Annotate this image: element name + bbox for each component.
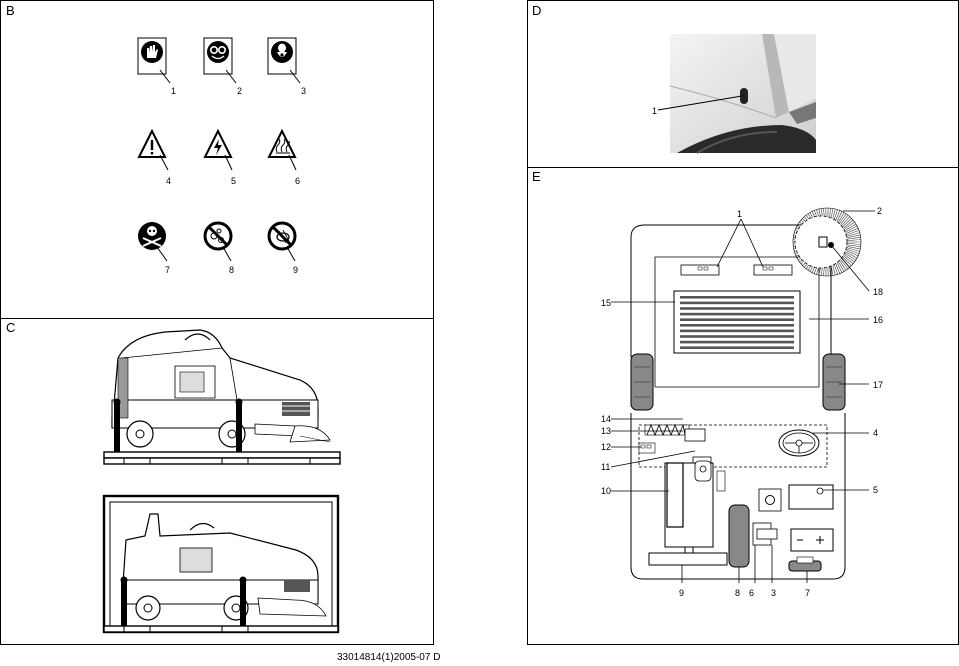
panel-c-drawing <box>102 329 341 634</box>
callout-e-6: 6 <box>749 588 755 598</box>
callout-b-7: 7 <box>165 265 171 275</box>
callout-b-3: 3 <box>301 86 307 96</box>
warning-sign-icon <box>137 128 169 171</box>
panel-e-label: E <box>532 169 541 184</box>
no-sparks-sign-icon <box>267 221 297 262</box>
callout-e-18: 18 <box>873 287 884 297</box>
callout-e-11: 11 <box>601 462 611 472</box>
mask-sign-icon <box>267 37 301 84</box>
seat <box>648 460 728 566</box>
callout-e-3: 3 <box>771 588 777 598</box>
rear-wheels <box>630 353 846 411</box>
callout-e-15: 15 <box>601 298 612 308</box>
callout-e-2: 2 <box>877 206 883 216</box>
callout-e-9: 9 <box>679 588 685 598</box>
brake-pedal <box>728 504 750 568</box>
callout-b-9: 9 <box>293 265 299 275</box>
callout-e-8: 8 <box>735 588 741 598</box>
radiator-grille <box>680 296 794 349</box>
callout-b-6: 6 <box>295 176 301 186</box>
machine-side-photo <box>669 34 816 154</box>
document-code: 33014814(1)2005-07 D <box>337 652 441 663</box>
callout-d-1: 1 <box>652 106 658 116</box>
panel-d-label: D <box>532 3 542 18</box>
callout-b-8: 8 <box>229 265 235 275</box>
panel-b-symbols <box>137 37 301 262</box>
leader-lines <box>610 210 875 583</box>
pallet-upper <box>103 451 341 465</box>
callout-e-7: 7 <box>805 588 811 598</box>
electric-hazard-icon <box>203 128 233 171</box>
callout-e-16: 16 <box>873 315 884 325</box>
panel-b-label: B <box>6 3 15 18</box>
no-flammable-sign-icon <box>203 221 233 262</box>
callout-e-12: 12 <box>601 442 612 452</box>
callout-e-1: 1 <box>737 209 743 219</box>
fuse-boxes <box>680 264 793 276</box>
callout-b-5: 5 <box>231 176 237 186</box>
sweeper-machine-crated <box>120 513 327 626</box>
panel-e-drawing <box>610 207 875 583</box>
gloves-sign-icon <box>137 37 171 84</box>
hot-surface-icon <box>267 128 297 171</box>
key-switch <box>752 488 782 546</box>
panel-c <box>0 318 434 645</box>
battery-icon <box>790 528 834 552</box>
toxic-sign-icon <box>138 222 168 262</box>
callout-e-14: 14 <box>601 414 612 424</box>
panel-c-label: C <box>6 320 16 335</box>
callout-b-4: 4 <box>166 176 172 186</box>
callout-e-5: 5 <box>873 485 879 495</box>
callout-e-17: 17 <box>873 380 884 390</box>
callout-b-1: 1 <box>171 86 177 96</box>
pallet-lower <box>103 625 339 633</box>
panel-d-photo <box>657 34 816 154</box>
callout-b-2: 2 <box>237 86 243 96</box>
sweeper-machine-tied <box>111 329 331 454</box>
control-panel-box <box>788 484 834 510</box>
callout-e-10: 10 <box>601 486 612 496</box>
accelerator-pedal <box>788 556 822 572</box>
brush-detail-circle <box>794 215 848 269</box>
goggles-sign-icon <box>203 37 237 84</box>
callout-e-4: 4 <box>873 428 879 438</box>
callout-e-13: 13 <box>601 426 612 436</box>
